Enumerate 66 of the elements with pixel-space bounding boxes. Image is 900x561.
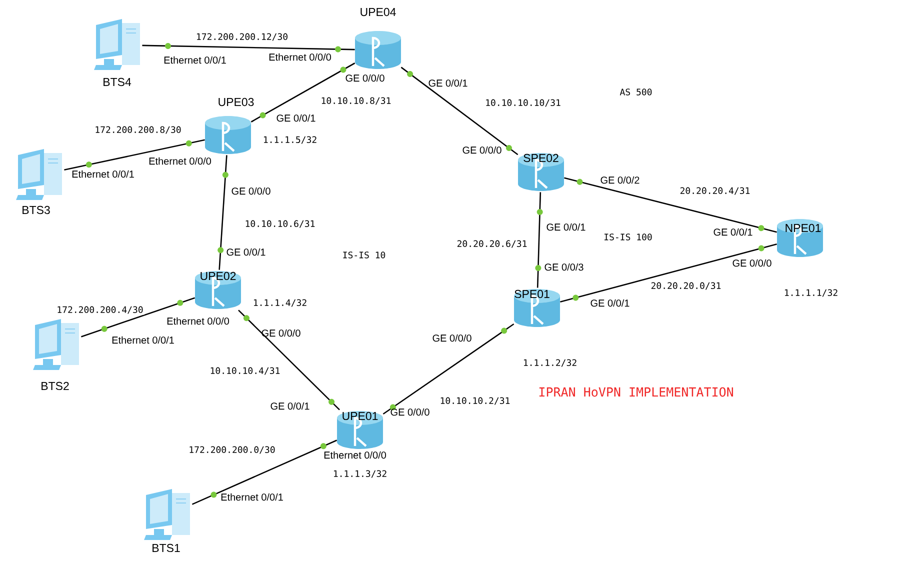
subnet-label: 10.10.10.8/31 [320,96,392,106]
loopback-address: 1.1.1.5/32 [264,136,316,144]
port-label: Ethernet 0/0/1 [72,170,134,178]
device-label: UPE03 [218,98,254,106]
port-label: GE 0/0/2 [600,176,640,184]
link-line [382,323,514,415]
loopback-address: 1.1.1.1/32 [785,289,838,297]
port-label: GE 0/0/3 [544,263,584,271]
subnet-label: 20.20.20.0/31 [650,281,722,291]
loopback-address: 1.1.1.2/32 [524,359,576,367]
device-label: BTS1 [152,544,180,552]
device-label: UPE02 [200,272,236,280]
port-label: GE 0/0/1 [428,79,468,87]
subnet-label: 20.20.20.6/31 [456,239,528,249]
device-label: SPE02 [524,154,558,162]
subnet-label: 10.10.10.10/31 [484,98,562,108]
title: IPRAN HoVPN IMPLEMENTATION [539,387,733,397]
subnet-label: 172.200.200.0/30 [188,445,276,455]
port-label: GE 0/0/1 [714,228,752,236]
port-label: Ethernet 0/0/1 [164,56,226,64]
link-line [564,177,777,233]
device-label: BTS3 [22,206,50,214]
link-line [250,62,356,122]
loopback-address: 1.1.1.3/32 [334,470,386,478]
area-label: AS 500 [620,88,652,96]
device-label: UPE01 [342,412,378,420]
port-label: GE 0/0/1 [226,248,266,256]
link-line [142,42,355,52]
port-label: GE 0/0/0 [462,146,502,154]
port-label: GE 0/0/0 [432,334,472,342]
port-label: GE 0/0/0 [232,187,270,195]
port-label: Ethernet 0/0/1 [112,336,174,344]
device-label: BTS4 [104,78,132,86]
port-label: GE 0/0/0 [262,329,300,337]
device-label: SPE01 [514,290,550,298]
subnet-label: 20.20.20.4/31 [678,186,752,196]
port-label: Ethernet 0/0/0 [324,451,386,459]
port-label: GE 0/0/1 [270,402,310,410]
device-label: UPE04 [360,8,396,16]
link-line [64,139,205,170]
port-label: Ethernet 0/0/0 [149,157,212,165]
port-label: GE 0/0/0 [346,74,384,82]
port-label: Ethernet 0/0/0 [167,317,230,325]
link-line [238,310,340,410]
port-label: GE 0/0/1 [546,223,586,231]
port-label: GE 0/0/1 [590,299,630,307]
subnet-label: 172.200.200.8/30 [94,125,182,135]
subnet-label: 172.200.200.12/30 [194,32,290,42]
port-label: Ethernet 0/0/0 [269,53,332,61]
link-line [535,192,543,288]
link-line [400,66,518,156]
port-label: Ethernet 0/0/1 [221,493,283,501]
link-line [218,155,228,270]
loopback-address: 1.1.1.4/32 [254,299,306,307]
port-label: GE 0/0/0 [732,259,772,267]
subnet-label: 10.10.10.4/31 [208,366,282,376]
link-line [81,297,196,338]
area-label: IS-IS 10 [343,252,386,258]
area-label: IS-IS 100 [604,234,652,240]
device-label: BTS2 [42,382,69,390]
port-label: GE 0/0/1 [276,114,316,122]
port-label: GE 0/0/0 [390,408,430,416]
subnet-label: 172.200.200.4/30 [56,305,144,315]
subnet-label: 10.10.10.6/31 [244,219,316,229]
link-line [192,440,338,505]
subnet-label: 10.10.10.2/31 [438,396,512,406]
